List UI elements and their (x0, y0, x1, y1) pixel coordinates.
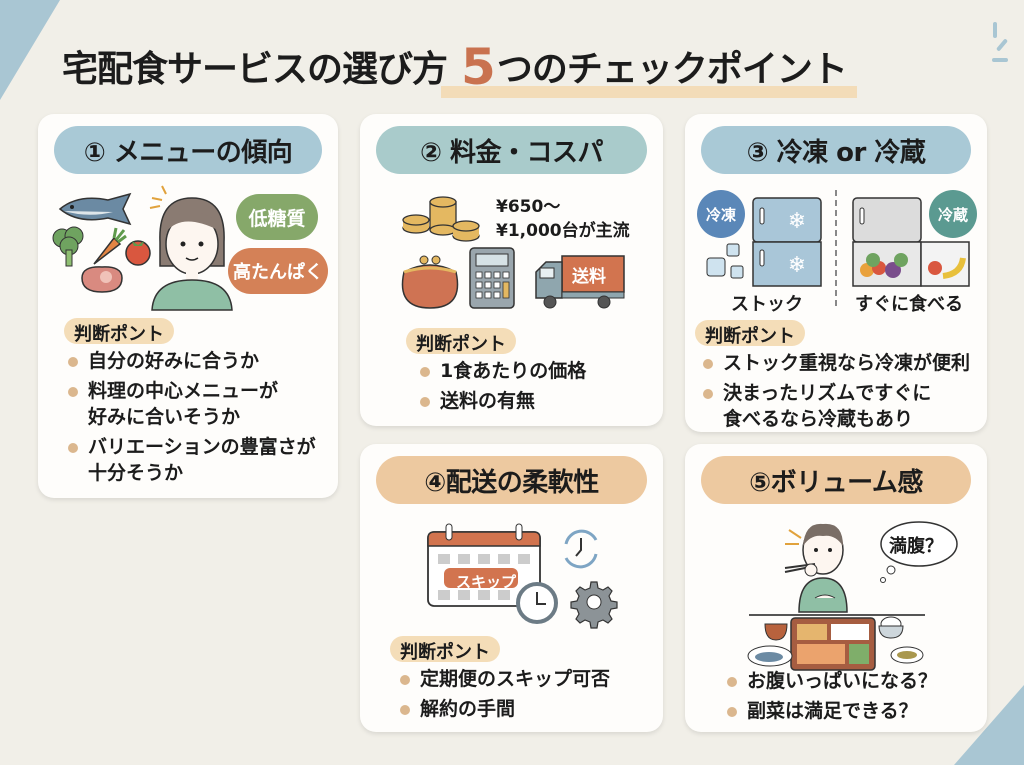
sparkle-lines-icon (149, 185, 167, 209)
bullet-item: 1食あたりの価格 (418, 358, 658, 384)
price-range-line-1: ¥650〜 (496, 197, 561, 217)
gear-icon (570, 581, 618, 629)
card-volume: ⑤ボリューム感 満腹？ お腹いっぱいになる？ 副菜は満足できる？ (685, 444, 987, 732)
svg-text:❄: ❄ (788, 253, 806, 278)
card-header: ② 料金・コスパ (376, 126, 647, 174)
woman-icon (151, 197, 233, 311)
card-header: ① メニューの傾向 (54, 126, 322, 174)
title-highlight: 5 つのチェックポイント (441, 38, 857, 98)
judgement-heading: 判断ポント (390, 636, 500, 663)
bullet-item: 料理の中心メニューが 好みに合いそうか (66, 378, 336, 430)
tag-frozen: 冷凍 (697, 190, 745, 238)
corner-decoration-top-left (0, 0, 60, 100)
judgement-heading: 判断ポント (64, 318, 174, 345)
bullet-item: 副菜は満足できる？ (725, 698, 985, 724)
title-rest: つのチェックポイント (496, 49, 848, 90)
purse-icon (401, 255, 459, 309)
tag-high-protein: 高たんぱく (228, 248, 328, 294)
calculator-icon (469, 247, 515, 309)
sparkle-decoration (992, 58, 1008, 62)
label-eat-soon: すぐに食べる (855, 294, 963, 315)
judgement-heading: 判断ポント (406, 328, 516, 355)
page-title: 宅配食サービスの選び方 5 つのチェックポイント (62, 36, 857, 98)
judgement-heading: 判断ポント (695, 320, 805, 347)
bullet-item: ストック重視なら冷凍が便利 (701, 350, 985, 376)
card-delivery-flexibility: ④配送の柔軟性 スキップ 判断ポント 定期便のスキップ可否 解約の手間 (360, 444, 663, 732)
meat-icon (81, 266, 123, 293)
bullet-list: お腹いっぱいになる？ 副菜は満足できる？ (725, 668, 985, 728)
skip-label: スキップ (456, 573, 517, 591)
bullet-item: 解約の手間 (398, 696, 658, 722)
delivery-truck-icon (535, 255, 625, 309)
bullet-list: ストック重視なら冷凍が便利 決まったリズムですぐに 食べるなら冷蔵もあり (701, 350, 985, 436)
bullet-list: 1食あたりの価格 送料の有無 (418, 358, 658, 418)
speech-text: 満腹？ (889, 536, 943, 557)
price-range-line-2: ¥1,000台が主流 (496, 221, 630, 241)
bullet-item: バリエーションの豊富さが 十分そうか (66, 434, 336, 486)
carrot-icon (93, 227, 127, 265)
bullet-list: 自分の好みに合うか 料理の中心メニューが 好みに合いそうか バリエーションの豊富… (66, 348, 336, 490)
svg-text:❄: ❄ (788, 209, 806, 234)
table-edge (749, 614, 925, 616)
sparkle-decoration (995, 38, 1009, 52)
coins-icon (402, 196, 480, 242)
broccoli-icon (52, 226, 84, 267)
divider-dashed (835, 190, 837, 306)
card-header: ③ 冷凍 or 冷蔵 (701, 126, 971, 174)
tag-chilled: 冷蔵 (929, 190, 977, 238)
sparkle-lines-icon (785, 529, 802, 545)
title-number: 5 (461, 38, 496, 96)
bullet-item: 決まったリズムですぐに 食べるなら冷蔵もあり (701, 380, 985, 432)
card-header: ④配送の柔軟性 (376, 456, 647, 504)
bullet-list: 定期便のスキップ可否 解約の手間 (398, 666, 658, 726)
speech-bubble-icon (880, 521, 958, 583)
bullet-item: お腹いっぱいになる？ (725, 668, 985, 694)
card-menu-tendency: ① メニューの傾向 低糖質 高たんぱく 判断ポント 自分の好みに合うか (38, 114, 338, 498)
bullet-item: 自分の好みに合うか (66, 348, 336, 374)
sparkle-decoration (993, 22, 997, 38)
tomato-icon (125, 240, 151, 266)
fish-plate-icon (747, 645, 793, 667)
bullet-item: 定期便のスキップ可否 (398, 666, 658, 692)
man-eating-icon (784, 523, 848, 613)
calendar-icon (427, 523, 541, 607)
card-frozen-or-chilled: ③ 冷凍 or 冷蔵 冷凍 ❄ ❄ 冷蔵 ストック すぐに食べる 判断ポント ス… (685, 114, 987, 432)
rice-bowl-icon (878, 616, 904, 639)
bento-icon (790, 617, 876, 671)
freezer-icon: ❄ ❄ (752, 197, 822, 287)
fish-icon (58, 192, 132, 226)
ice-cube-icon (706, 243, 744, 279)
refresh-clock-icon (564, 529, 598, 569)
label-stock: ストック (731, 294, 803, 315)
shipping-label: 送料 (572, 267, 606, 287)
card-header: ⑤ボリューム感 (701, 456, 971, 504)
clock-icon (516, 582, 558, 624)
fridge-icon (852, 197, 970, 287)
bullet-item: 送料の有無 (418, 388, 658, 414)
card-price-cost: ② 料金・コスパ ¥650〜 ¥1,000台が主流 送料 判断ポント 1食あたり… (360, 114, 663, 426)
side-dish-icon (890, 646, 924, 664)
tag-low-carb: 低糖質 (236, 194, 318, 240)
miso-soup-icon (764, 623, 788, 641)
title-main: 宅配食サービスの選び方 (62, 49, 448, 90)
